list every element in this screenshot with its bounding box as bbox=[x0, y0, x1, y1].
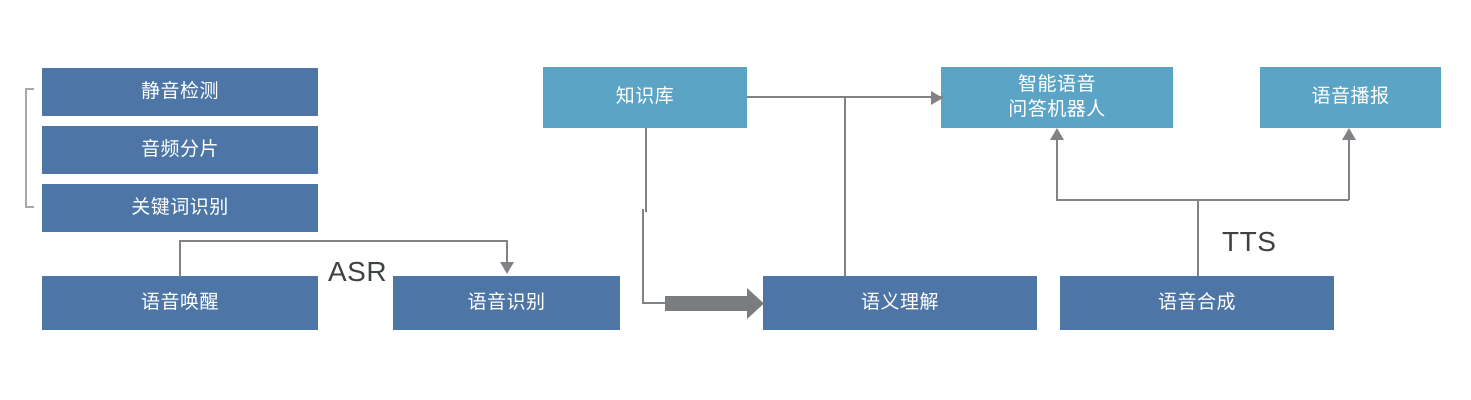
edge-tts-to-broadcast-arrowhead bbox=[1342, 128, 1356, 140]
edge-kb-down-lower bbox=[642, 209, 644, 304]
node-voice-wakeup[interactable]: 语音唤醒 bbox=[42, 276, 318, 330]
edge-kb-to-blockarrow bbox=[642, 302, 670, 304]
node-label-qa-robot: 智能语音 问答机器人 bbox=[1008, 74, 1106, 120]
node-audio-segmentation[interactable]: 音频分片 bbox=[42, 126, 318, 174]
node-label-keyword-recognition: 关键词识别 bbox=[131, 196, 229, 218]
node-label-voice-wakeup: 语音唤醒 bbox=[140, 291, 219, 313]
node-label-speech-recognition: 语音识别 bbox=[467, 291, 546, 313]
edge-tts-stem bbox=[1197, 200, 1199, 276]
node-label-silence-detection: 静音检测 bbox=[140, 80, 219, 102]
edge-kb-to-robot-arrowhead bbox=[931, 91, 943, 105]
node-label-voice-broadcast: 语音播报 bbox=[1311, 86, 1390, 108]
edge-tts-bus bbox=[1056, 199, 1349, 201]
node-label-knowledge-base: 知识库 bbox=[615, 86, 675, 108]
node-voice-broadcast[interactable]: 语音播报 bbox=[1260, 67, 1441, 128]
edge-wakeup-to-recognition-stem-left bbox=[179, 241, 181, 277]
node-label-semantic-understanding: 语义理解 bbox=[860, 291, 939, 313]
edge-kb-down-upper bbox=[645, 128, 647, 212]
node-label-speech-synthesis: 语音合成 bbox=[1157, 291, 1236, 313]
node-semantic-understanding[interactable]: 语义理解 bbox=[763, 276, 1037, 330]
node-keyword-recognition[interactable]: 关键词识别 bbox=[42, 184, 318, 232]
edge-label-tts: TTS bbox=[1222, 226, 1277, 257]
edge-wakeup-to-recognition-top bbox=[179, 240, 508, 242]
block-arrow-to-semantic-understanding bbox=[665, 288, 764, 319]
node-knowledge-base[interactable]: 知识库 bbox=[543, 67, 747, 128]
node-silence-detection[interactable]: 静音检测 bbox=[42, 68, 318, 116]
node-label-audio-segmentation: 音频分片 bbox=[140, 138, 219, 160]
node-speech-synthesis[interactable]: 语音合成 bbox=[1060, 276, 1334, 330]
preprocessing-bracket bbox=[25, 88, 34, 208]
edge-label-asr: ASR bbox=[328, 256, 388, 287]
edge-wakeup-to-recognition-stem-right bbox=[506, 240, 508, 262]
edge-tts-to-robot-arrowhead bbox=[1050, 128, 1064, 140]
edge-tts-to-robot-riser bbox=[1056, 140, 1058, 200]
node-speech-recognition[interactable]: 语音识别 bbox=[393, 276, 620, 330]
edge-semantic-to-robot-stem bbox=[844, 96, 846, 276]
edge-wakeup-to-recognition-arrowhead bbox=[500, 262, 514, 274]
edge-tts-to-broadcast-riser bbox=[1348, 140, 1350, 200]
node-qa-robot[interactable]: 智能语音 问答机器人 bbox=[941, 67, 1173, 128]
